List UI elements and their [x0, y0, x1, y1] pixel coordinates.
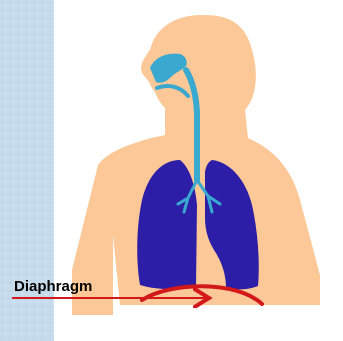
diaphragm-label: Diaphragm: [14, 278, 92, 295]
